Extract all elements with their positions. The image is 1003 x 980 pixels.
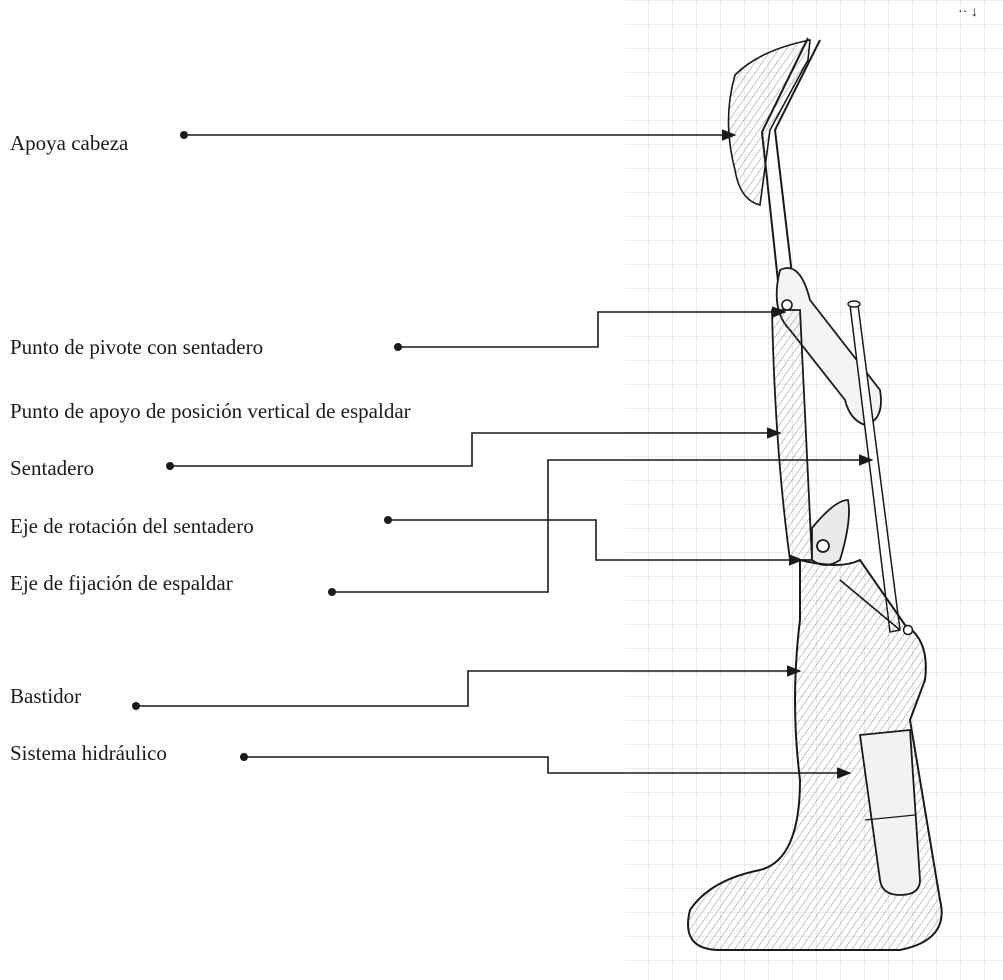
label-sentadero: Sentadero [10, 458, 94, 479]
pivot-joint [782, 300, 792, 310]
label-sistema-hidraulico: Sistema hidráulico [10, 743, 167, 764]
corner-mark: ·· ↓ [958, 6, 978, 20]
label-eje-rotacion: Eje de rotación del sentadero [10, 516, 254, 537]
label-punto-apoyo: Punto de apoyo de posición vertical de e… [10, 401, 411, 422]
label-eje-fijacion: Eje de fijación de espaldar [10, 573, 233, 594]
leader-dots [132, 131, 402, 761]
label-apoya-cabeza: Apoya cabeza [10, 133, 128, 154]
frame-joint [904, 626, 913, 635]
label-punto-pivote: Punto de pivote con sentadero [10, 337, 263, 358]
rotation-axis [817, 540, 829, 552]
label-bastidor: Bastidor [10, 686, 81, 707]
